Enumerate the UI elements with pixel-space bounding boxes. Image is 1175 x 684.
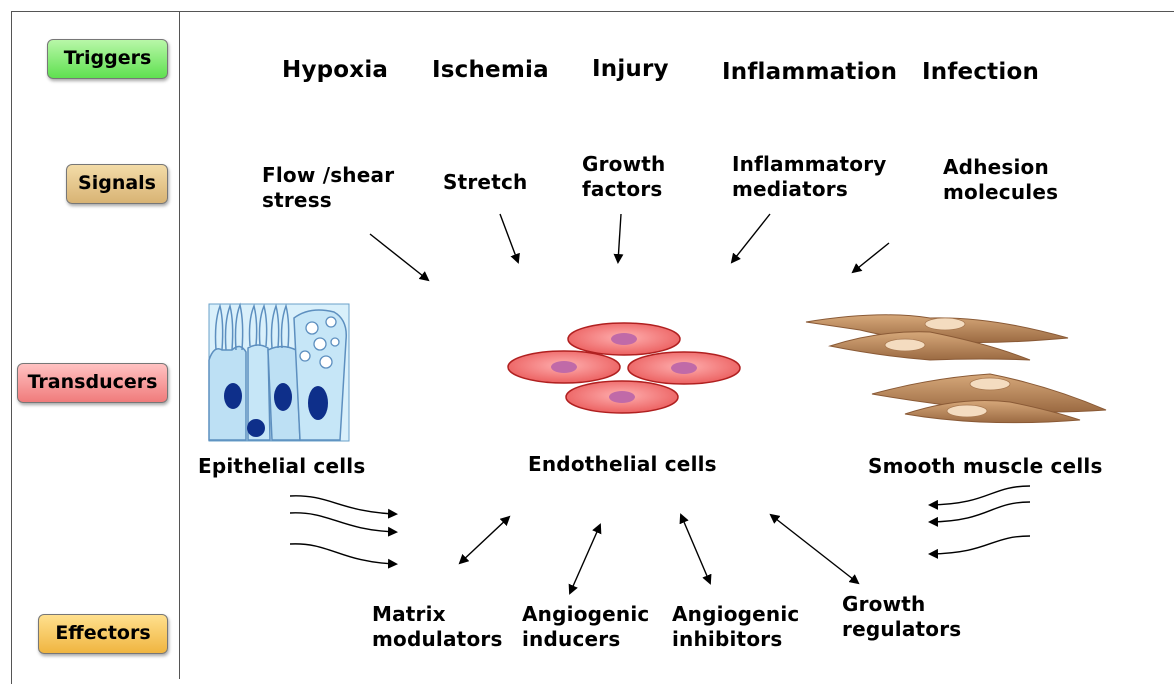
arrow-stretch-to-endothelium (500, 214, 518, 262)
arrow-growth-to-endothelium (618, 214, 621, 262)
wave-arrow-epithelial-2 (290, 513, 396, 532)
arrow-adhesion-to-endothelium (853, 243, 889, 272)
arrow-inflammatory-to-endothelium (732, 214, 770, 262)
wave-arrow-smooth-muscle-3 (930, 536, 1030, 554)
smooth-muscle-cells-illustration (806, 315, 1106, 423)
wave-arrow-smooth-muscle-1 (930, 486, 1030, 505)
arrow-angiogenic-inhibitors (681, 515, 710, 583)
arrow-angiogenic-inducers (570, 525, 600, 593)
arrow-matrix-modulators (460, 517, 509, 563)
wave-arrow-epithelial-3 (290, 544, 396, 564)
epithelial-cells-illustration (209, 304, 349, 441)
wave-arrow-epithelial-1 (290, 496, 396, 514)
arrow-flow-to-endothelium (370, 234, 428, 280)
endothelial-cells-illustration (508, 323, 740, 413)
arrow-growth-regulators (771, 515, 858, 583)
